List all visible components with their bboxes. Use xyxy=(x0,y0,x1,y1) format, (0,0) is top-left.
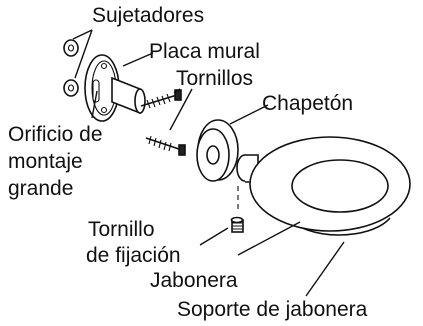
soap-dish-assembly xyxy=(236,136,411,236)
fastener-bottom xyxy=(63,79,79,97)
wall-plate xyxy=(84,54,146,122)
label-orificio-line3: grande xyxy=(8,177,73,200)
escutcheon xyxy=(196,119,239,182)
label-tornillos: Tornillos xyxy=(176,67,253,90)
screw-lower xyxy=(145,135,186,156)
label-tornillo-fijacion-line2: de fijación xyxy=(86,244,181,267)
label-orificio-line2: montaje xyxy=(8,150,83,173)
fastener-top xyxy=(63,39,79,57)
label-jabonera: Jabonera xyxy=(150,269,238,292)
label-soporte-jabonera: Soporte de jabonera xyxy=(177,298,368,321)
label-placa-mural: Placa mural xyxy=(149,40,260,63)
screws xyxy=(140,89,186,156)
label-orificio-line1: Orificio de xyxy=(8,123,103,146)
label-tornillo-fijacion-line1: Tornillo xyxy=(88,218,155,241)
set-screw xyxy=(230,186,244,233)
label-chapeton: Chapetón xyxy=(262,92,353,115)
fasteners xyxy=(63,39,79,97)
label-sujetadores: Sujetadores xyxy=(92,4,204,27)
leader-lines xyxy=(72,29,345,297)
